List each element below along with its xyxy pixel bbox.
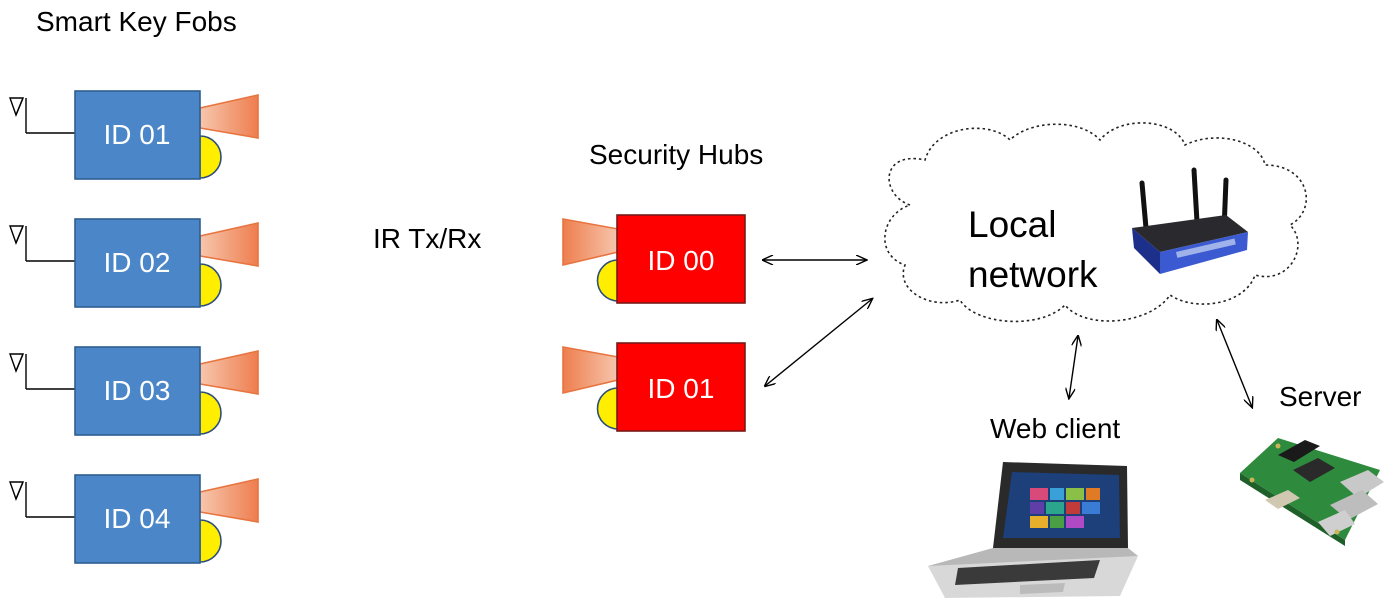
bidirectional-arrow-icon xyxy=(1217,320,1252,407)
key-fob: ID 01 xyxy=(9,90,259,180)
button-icon xyxy=(199,391,222,435)
button-icon xyxy=(596,387,619,430)
security-hub: ID 01 xyxy=(562,342,746,432)
hub-id-label: ID 01 xyxy=(648,373,715,404)
cloud-icon xyxy=(884,122,1307,323)
fob-body xyxy=(74,90,201,180)
antenna-icon xyxy=(9,225,75,262)
fob-id-label: ID 01 xyxy=(104,119,171,150)
cloud-label: Local network xyxy=(968,200,1098,300)
antenna-icon xyxy=(9,353,75,390)
fobs-title: Smart Key Fobs xyxy=(36,6,237,37)
key-fob: ID 02 xyxy=(9,218,259,308)
fob-id-label: ID 04 xyxy=(104,503,171,534)
security-hub: ID 00 xyxy=(562,214,746,304)
laptop-icon xyxy=(928,462,1138,598)
cloud-label-line2: network xyxy=(968,254,1098,295)
ir-emitter-icon xyxy=(199,94,259,139)
hub-id-label: ID 00 xyxy=(648,245,715,276)
button-icon xyxy=(199,519,222,563)
raspberry-pi-icon xyxy=(1240,438,1384,546)
fob-body xyxy=(74,218,201,308)
hubs-title: Security Hubs xyxy=(589,139,764,170)
fob-id-label: ID 03 xyxy=(104,375,171,406)
button-icon xyxy=(199,135,222,179)
button-icon xyxy=(596,259,619,302)
bidirectional-arrow-icon xyxy=(765,299,872,386)
security-hubs-group: ID 00 ID 01 xyxy=(562,214,746,432)
fob-body xyxy=(74,346,201,436)
ir-emitter-icon xyxy=(199,478,259,523)
web-client-label: Web client xyxy=(990,413,1121,444)
fob-id-label: ID 02 xyxy=(104,247,171,278)
hub-body xyxy=(616,342,746,432)
key-fob: ID 04 xyxy=(9,474,259,564)
ir-emitter-icon xyxy=(562,218,619,267)
ir-emitter-icon xyxy=(562,346,619,395)
key-fob: ID 03 xyxy=(9,346,259,436)
ir-emitter-icon xyxy=(199,222,259,267)
connection-arrows xyxy=(763,260,1252,407)
key-fobs-group: ID 01 ID 02 ID 03 ID 04 xyxy=(9,90,259,564)
cloud-label-line1: Local xyxy=(968,204,1057,245)
server-label: Server xyxy=(1279,381,1362,412)
ir-label: IR Tx/Rx xyxy=(373,223,482,254)
bidirectional-arrow-icon xyxy=(1069,336,1078,398)
fob-body xyxy=(74,474,201,564)
button-icon xyxy=(199,263,222,307)
antenna-icon xyxy=(9,97,75,134)
hub-body xyxy=(616,214,746,304)
antenna-icon xyxy=(9,481,75,518)
router-icon xyxy=(1132,167,1248,274)
ir-emitter-icon xyxy=(199,350,259,395)
